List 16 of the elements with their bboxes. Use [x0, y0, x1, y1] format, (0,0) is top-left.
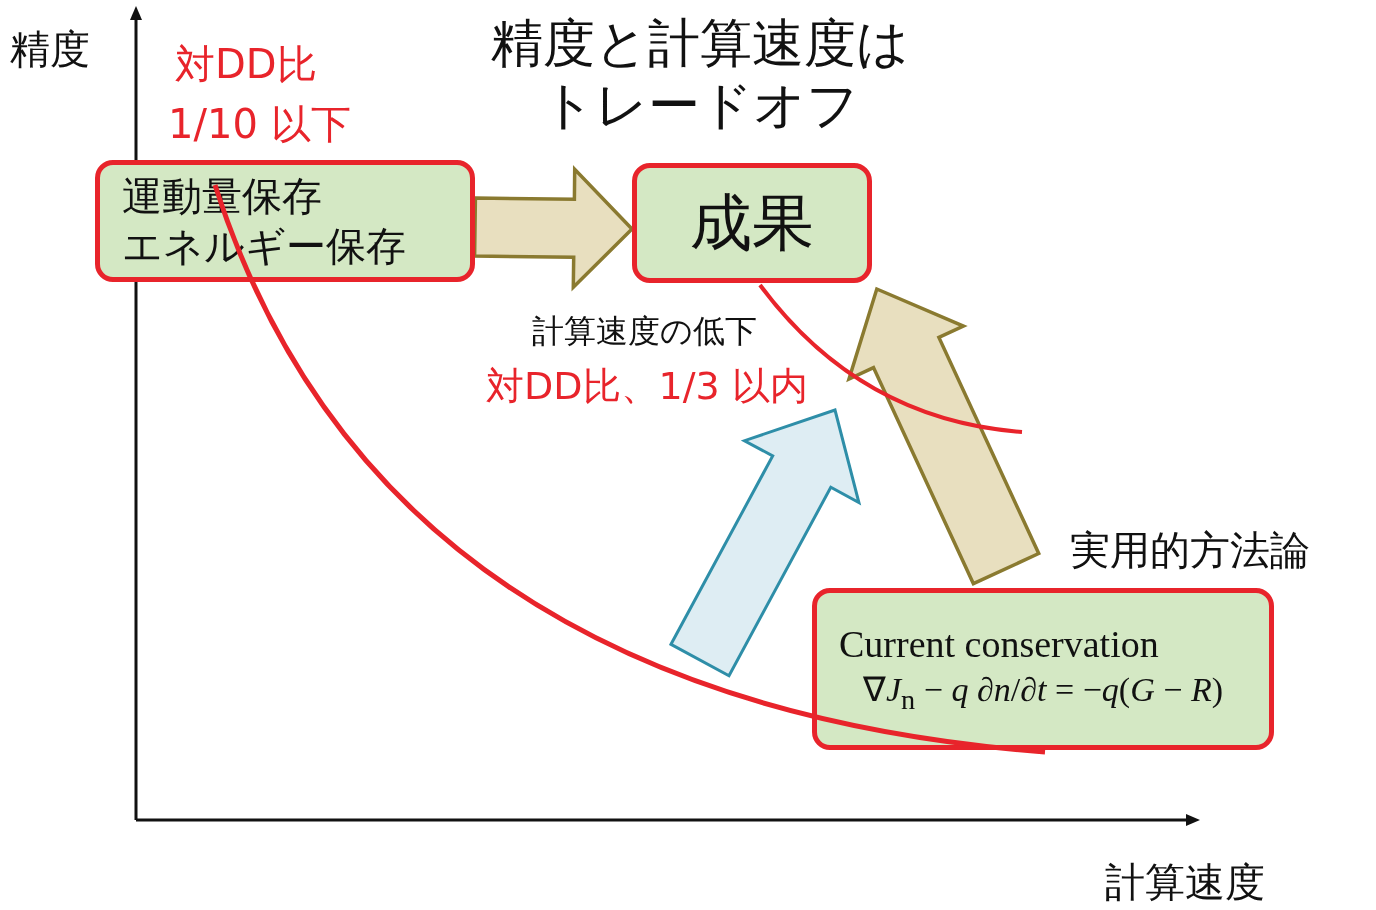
process-box: [812, 588, 1274, 750]
annotation-text: 対DD比: [175, 40, 317, 88]
annotation-text: 対DD比、1/3 以内: [486, 364, 808, 410]
equation: ∇J$_{n}$ − q ∂n/∂t = −q(G − R): [862, 669, 1224, 717]
annotation-text: 1/10 以下: [168, 100, 351, 148]
box-label: 成果: [689, 185, 815, 262]
annotation-text: 実用的方法論: [1070, 526, 1310, 574]
annotation-text: 計算速度の低下: [532, 312, 757, 351]
block-arrow: [472, 165, 635, 292]
box-label: Current conservation: [839, 622, 1160, 668]
process-box: [632, 163, 872, 283]
axis-label: 計算速度: [1105, 858, 1265, 906]
process-box: [95, 160, 475, 282]
title: 精度と計算速度はトレードオフ: [490, 12, 910, 137]
block-arrow: [846, 286, 1042, 587]
axis-label: 精度: [10, 25, 90, 73]
